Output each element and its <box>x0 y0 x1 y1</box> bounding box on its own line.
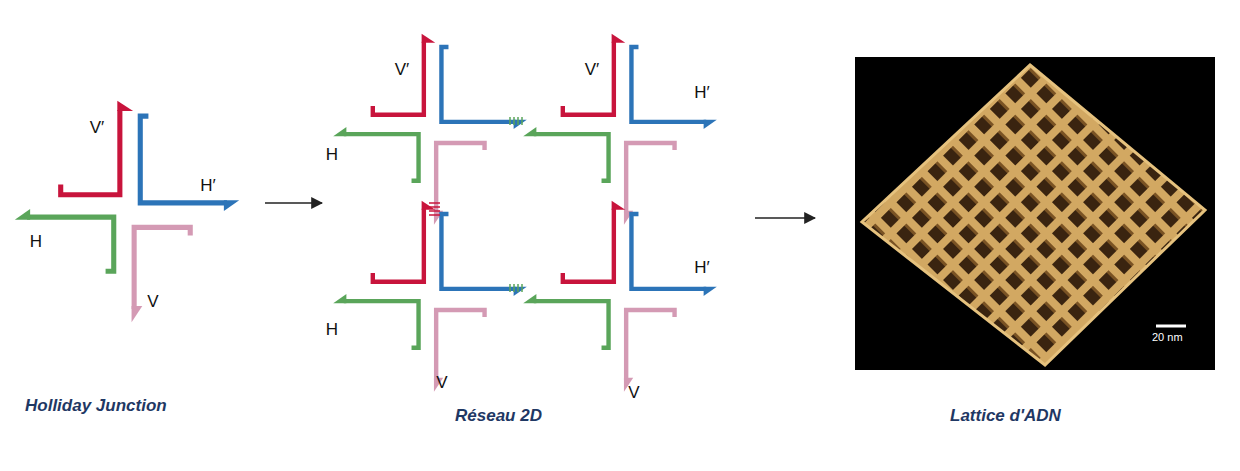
strand-label: H <box>326 320 338 340</box>
figure-panel: Réseau 2D <box>322 30 755 430</box>
base-pairing <box>510 117 522 292</box>
strand-label: H′ <box>694 258 709 278</box>
process-arrow <box>755 217 815 219</box>
figure-panel: Holliday Junction <box>10 90 265 430</box>
afm-image <box>855 57 1215 370</box>
panel-caption: Lattice d'ADN <box>950 406 1061 426</box>
dna-lattice <box>862 65 1205 365</box>
base-pairing <box>429 203 440 215</box>
strand-label: V′ <box>90 118 105 138</box>
lattice-junction <box>333 34 527 225</box>
strand-label: V′ <box>585 60 600 80</box>
strand-label: H <box>326 145 338 165</box>
strand-label: H′ <box>200 176 215 196</box>
strand-label: V <box>147 292 158 312</box>
scale-bar <box>1156 325 1186 328</box>
figure-panel: Lattice d'ADN <box>815 50 1220 430</box>
lattice-junction <box>523 201 717 392</box>
lattice-junction <box>523 34 717 225</box>
strand-label: H <box>30 232 42 252</box>
lattice-junction <box>333 201 527 392</box>
strand-label: V′ <box>395 60 410 80</box>
holliday-junction <box>15 101 239 322</box>
panel-caption: Holliday Junction <box>25 396 167 416</box>
panel-caption: Réseau 2D <box>455 406 542 426</box>
strand-label: V <box>628 383 639 403</box>
strand-label: V <box>436 373 447 393</box>
scale-label: 20 nm <box>1152 331 1183 343</box>
process-arrow <box>265 202 322 204</box>
strand-label: H′ <box>694 83 709 103</box>
